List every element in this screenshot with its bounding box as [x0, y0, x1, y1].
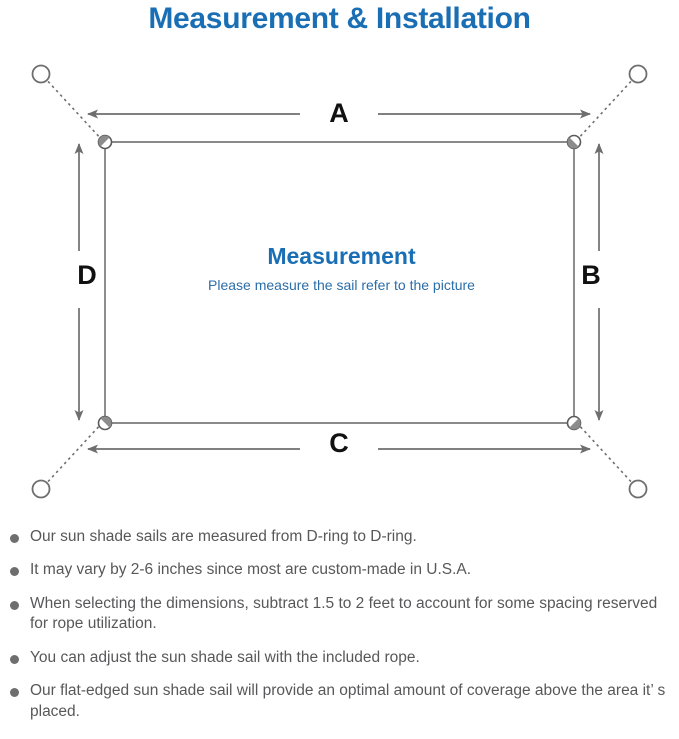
rope-line-bottom-right — [575, 421, 636, 487]
rope-lines — [43, 76, 636, 487]
list-item: Our sun shade sails are measured from D-… — [10, 527, 675, 547]
dimension-label-b: B — [581, 260, 601, 290]
dimension-label-c: C — [329, 428, 349, 458]
sail-center-title: Measurement — [267, 243, 416, 269]
rope-line-top-left — [43, 76, 104, 142]
bullet-icon — [10, 654, 19, 664]
anchor-point-bottom-right — [628, 479, 648, 499]
list-item: Our flat-edged sun shade sail will provi… — [10, 681, 675, 722]
d-ring-shading — [98, 135, 581, 430]
diagram-svg — [31, 64, 648, 499]
bullet-icon — [10, 688, 19, 698]
anchor-points — [31, 64, 648, 499]
list-item: You can adjust the sun shade sail with t… — [10, 648, 675, 668]
d-ring-shade-bl — [100, 416, 112, 428]
list-item: It may vary by 2-6 inches since most are… — [10, 560, 675, 580]
sail-center-subtitle: Please measure the sail refer to the pic… — [208, 277, 475, 293]
note-text: Our flat-edged sun shade sail will provi… — [30, 682, 666, 720]
bullet-icon — [10, 534, 19, 543]
anchor-point-bottom-left — [31, 479, 51, 499]
note-text: It may vary by 2-6 inches since most are… — [30, 561, 472, 579]
rope-line-bottom-left — [43, 421, 104, 487]
bullet-icon — [10, 567, 19, 577]
dimension-label-d: D — [77, 260, 97, 290]
list-item: When selecting the dimensions, subtract … — [10, 594, 675, 635]
anchor-point-top-right — [628, 64, 648, 84]
bullet-icon — [10, 600, 19, 610]
note-text: When selecting the dimensions, subtract … — [30, 594, 658, 633]
d-ring-shade-tr — [567, 137, 579, 149]
anchor-point-top-left — [31, 64, 51, 84]
d-ring-shade-tl — [98, 135, 110, 147]
dimension-label-a: A — [329, 98, 349, 128]
note-text: You can adjust the sun shade sail with t… — [30, 648, 420, 666]
rope-line-top-right — [575, 76, 636, 142]
d-ring-shade-br — [569, 418, 581, 430]
notes-list: Our sun shade sails are measured from D-… — [10, 527, 675, 735]
measurement-diagram — [0, 46, 679, 516]
sail-rectangle — [104, 141, 575, 424]
page-title: Measurement & Installation — [148, 2, 531, 35]
note-text: Our sun shade sails are measured from D-… — [30, 528, 417, 545]
